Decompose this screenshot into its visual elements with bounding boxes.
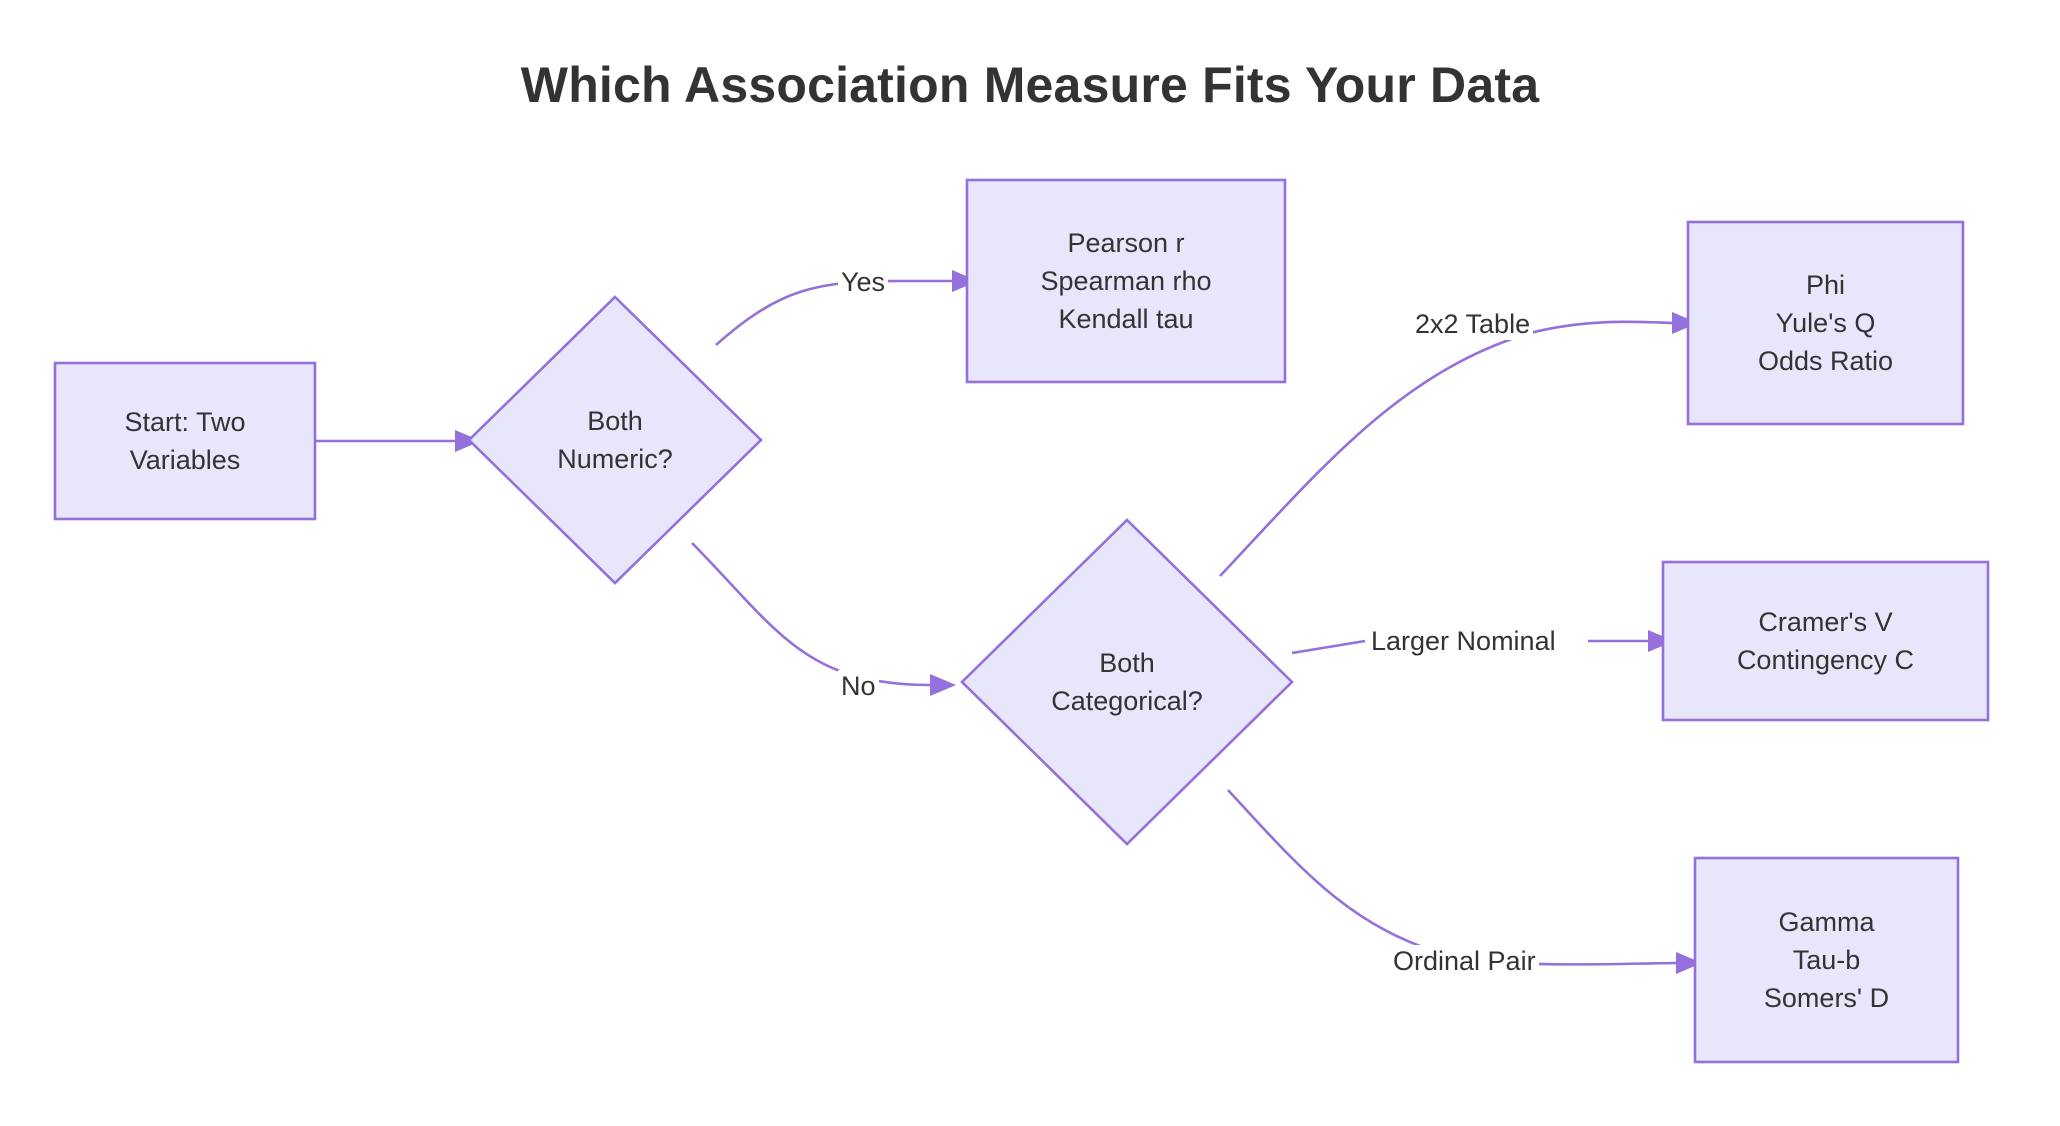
arrowhead-icon <box>952 270 978 292</box>
node-start[interactable] <box>53 361 317 521</box>
edge-both-categorical-to-2x2-measures <box>1219 312 1698 577</box>
node-ordinal-measures[interactable] <box>1693 856 1960 1064</box>
arrowhead-icon <box>455 430 481 452</box>
node-numeric-measures[interactable] <box>965 178 1287 384</box>
node-nominal-measures[interactable] <box>1661 560 1990 722</box>
node-2x2-measures[interactable] <box>1686 220 1965 426</box>
edge-label-larger-nominal: Larger Nominal <box>1368 625 1559 658</box>
arrowhead-icon <box>1672 312 1698 334</box>
edge-both-categorical-to-nominal-measures <box>1291 630 1674 655</box>
arrowhead-icon <box>930 674 956 696</box>
edge-both-numeric-to-both-categorical <box>691 542 956 696</box>
arrowhead-icon <box>1676 952 1702 974</box>
edge-start-to-both-numeric <box>315 430 481 452</box>
node-both-categorical[interactable] <box>960 518 1294 846</box>
edge-label-ordinal-pair: Ordinal Pair <box>1390 945 1539 978</box>
page-title: Which Association Measure Fits Your Data <box>520 57 1540 113</box>
node-both-numeric[interactable] <box>467 295 763 585</box>
edge-label-2x2-table: 2x2 Table <box>1412 308 1534 341</box>
edge-label-yes: Yes <box>838 266 889 299</box>
arrowhead-icon <box>1648 630 1674 652</box>
edge-label-no: No <box>838 670 879 703</box>
